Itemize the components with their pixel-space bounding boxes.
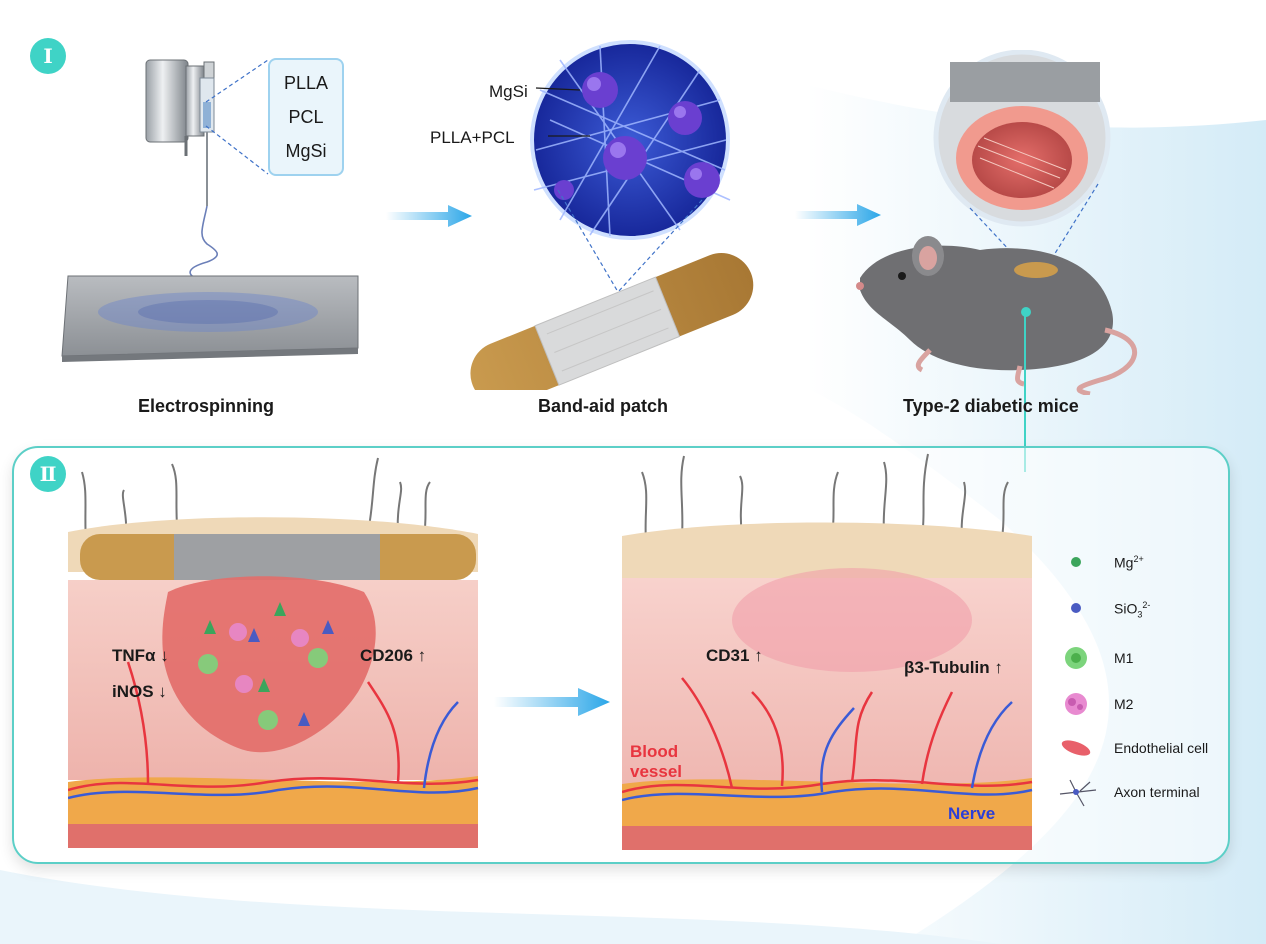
- arrow-right-icon: [386, 205, 472, 227]
- materials-box: PLLA PCL MgSi: [268, 58, 344, 176]
- fiber-magnification-illustration: [470, 40, 754, 390]
- material-mgsi: MgSi: [285, 140, 327, 161]
- stage-label-bandaid: Band-aid patch: [538, 396, 669, 416]
- callout-plla-pcl: PLLA+PCL: [430, 128, 515, 147]
- label-tnfa: TNFα ↓: [112, 646, 169, 665]
- stage-label-electrospinning: Electrospinning: [138, 396, 275, 416]
- legend-item-sio3: SiO32-: [1058, 594, 1258, 624]
- legend-item-m2: M2: [1058, 690, 1258, 720]
- label-cd206: CD206 ↑: [360, 646, 427, 665]
- endothelial-cell-icon: [1061, 740, 1091, 756]
- m1-macrophage-icon: [1065, 647, 1087, 669]
- callout-mgsi: MgSi: [489, 82, 528, 101]
- healed-tissue-after-illustration: [622, 453, 1033, 850]
- label-b3-tubulin: β3-Tubulin ↑: [904, 658, 1003, 677]
- legend-item-m1: M1: [1058, 644, 1258, 674]
- diabetic-mouse-illustration: [856, 50, 1138, 395]
- mg-ion-icon: [1071, 557, 1081, 567]
- label-inos: iNOS ↓: [112, 682, 167, 701]
- label-blood-vessel: Blood vessel: [630, 742, 682, 781]
- m2-macrophage-icon: [1065, 693, 1087, 715]
- arrow-right-icon: [494, 688, 610, 716]
- arrow-right-icon: [795, 204, 881, 226]
- sio3-ion-icon: [1071, 603, 1081, 613]
- legend-item-mg: Mg2+: [1058, 548, 1258, 578]
- electrospinning-illustration: [61, 59, 359, 362]
- wound-tissue-before-illustration: [68, 457, 479, 848]
- stage-label-mice: Type-2 diabetic mice: [903, 396, 1079, 416]
- material-plla: PLLA: [283, 72, 329, 93]
- panel-marker-1: Ⅰ: [30, 38, 66, 74]
- label-cd31: CD31 ↑: [706, 646, 763, 665]
- legend-item-axon: Axon terminal: [1058, 778, 1258, 808]
- axon-terminal-icon: [1059, 779, 1097, 807]
- legend-item-endothelial: Endothelial cell: [1058, 734, 1258, 764]
- label-nerve: Nerve: [948, 804, 996, 823]
- connector-line: [1024, 312, 1026, 472]
- material-pcl: PCL: [288, 106, 324, 127]
- panel-marker-2: Ⅱ: [30, 456, 66, 492]
